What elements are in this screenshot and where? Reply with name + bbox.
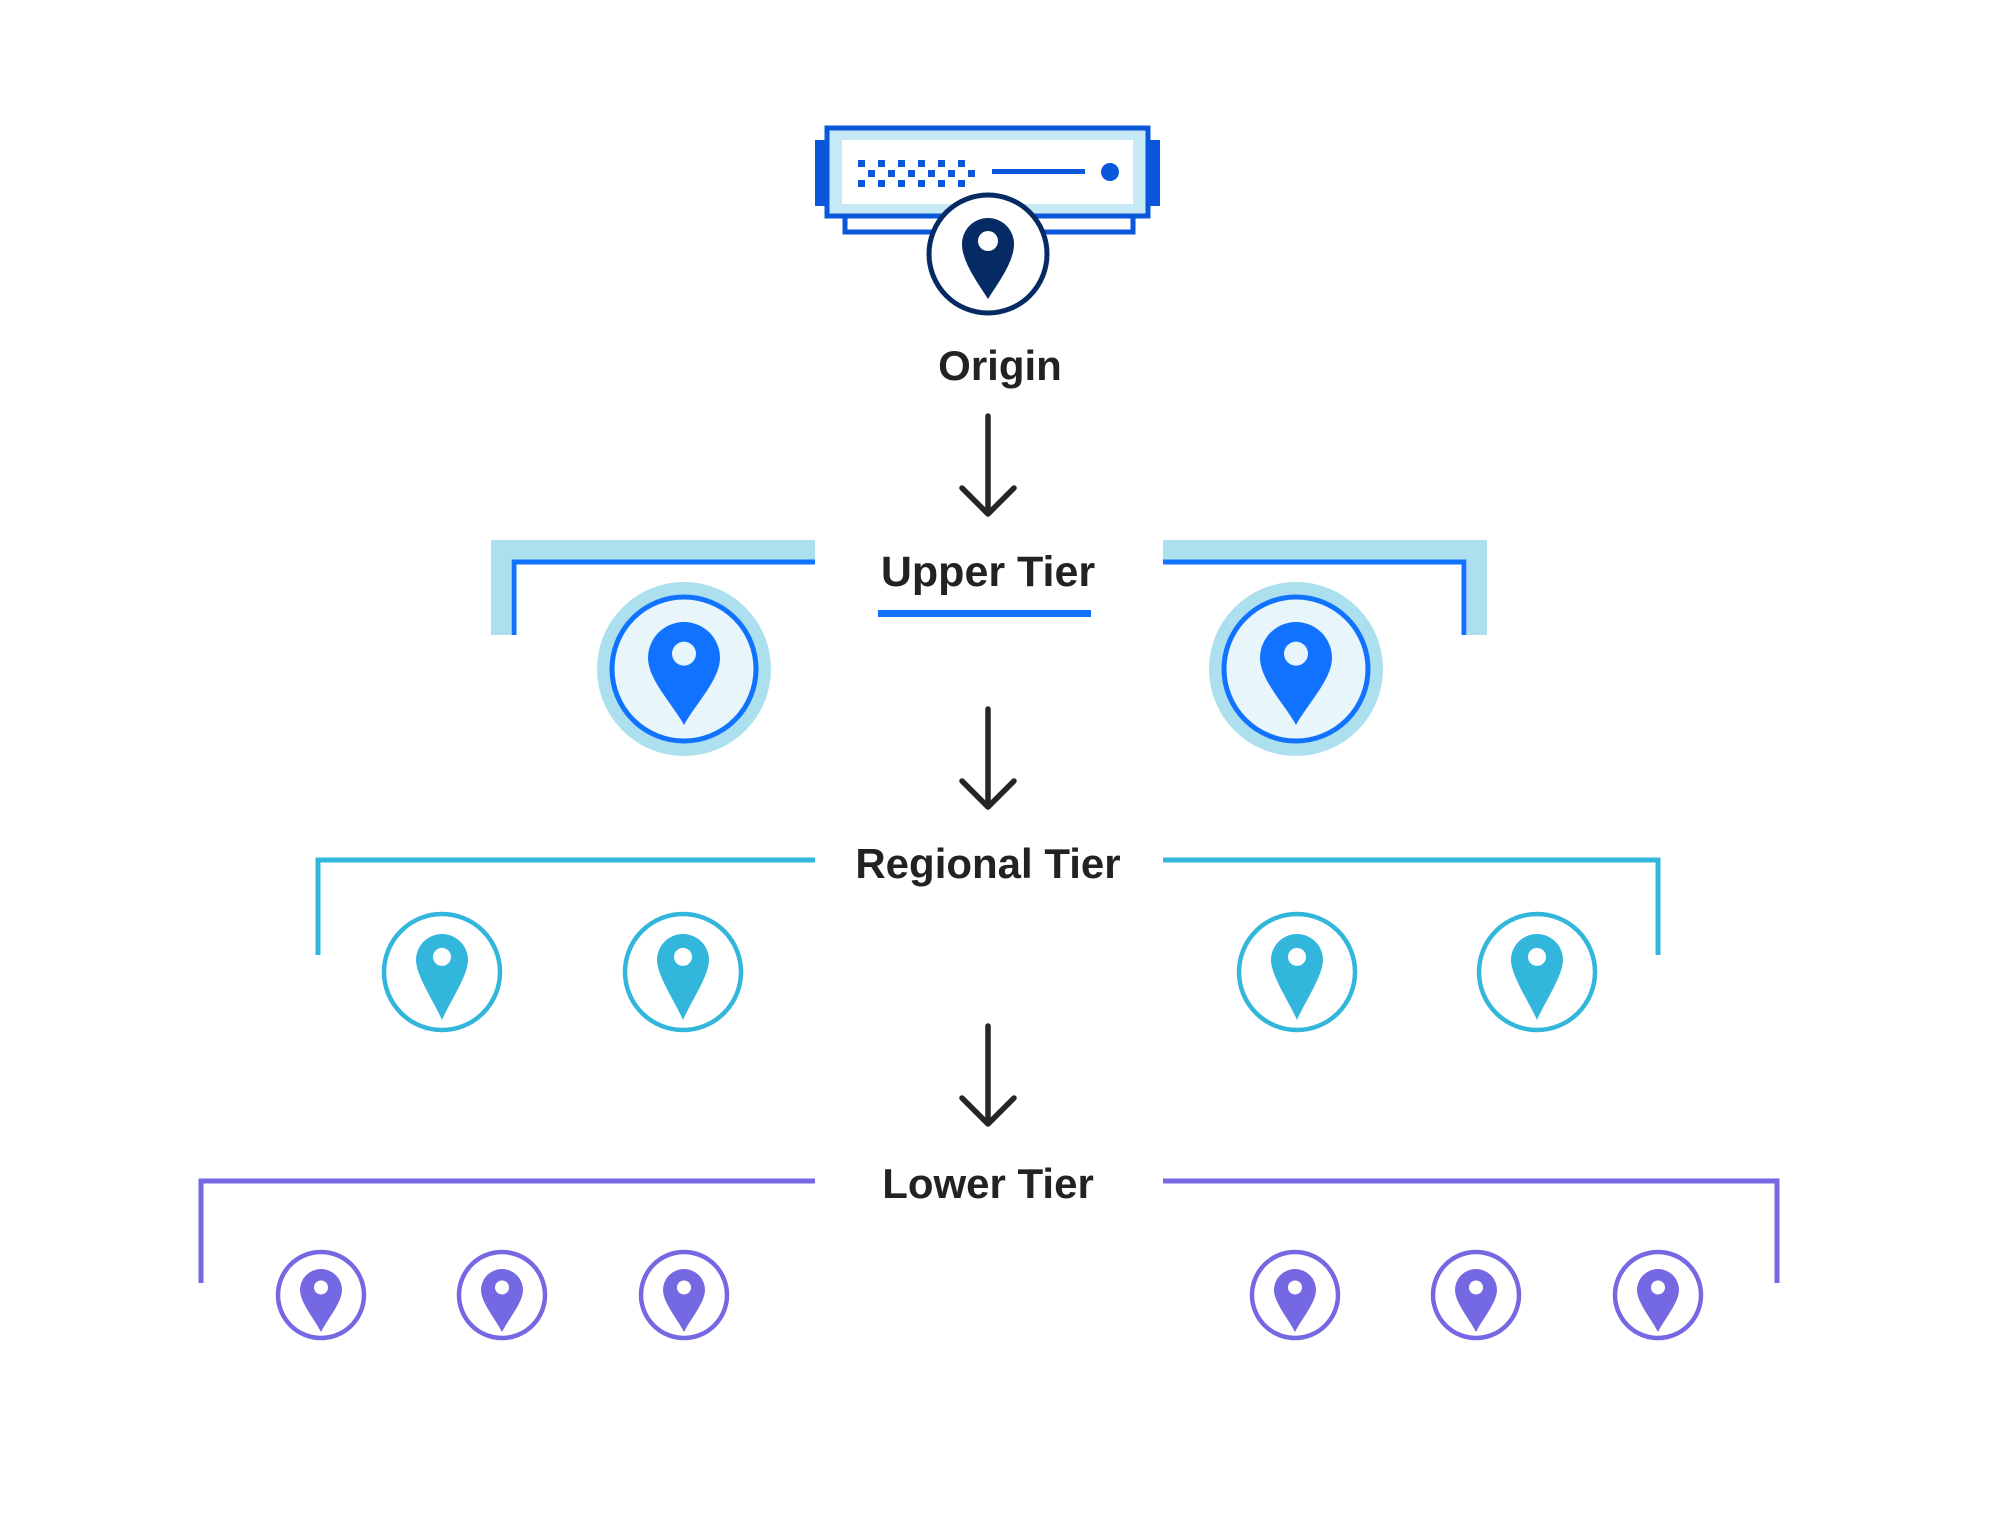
location-pin-icon bbox=[962, 218, 1014, 299]
location-pin-icon bbox=[1455, 1269, 1497, 1332]
location-pin-icon bbox=[300, 1269, 342, 1332]
lower-tier-bracket-right bbox=[1163, 1178, 1780, 1283]
regional-tier: Regional Tier bbox=[315, 840, 1661, 1033]
upper-tier-bracket-left bbox=[491, 540, 815, 635]
location-pin-icon bbox=[481, 1269, 523, 1332]
arrow-down-icon bbox=[959, 413, 1017, 517]
arrow-down-icon bbox=[959, 706, 1017, 810]
origin-pin-badge bbox=[926, 192, 1050, 316]
upper-tier-label: Upper Tier bbox=[881, 548, 1096, 596]
location-pin-icon bbox=[1260, 622, 1332, 725]
lower-tier-node bbox=[1249, 1249, 1341, 1341]
lower-tier-node bbox=[275, 1249, 367, 1341]
lower-tier-node bbox=[638, 1249, 730, 1341]
location-pin-icon bbox=[657, 934, 709, 1020]
location-pin-icon bbox=[1271, 934, 1323, 1020]
location-pin-icon bbox=[1511, 934, 1563, 1020]
location-pin-icon bbox=[1274, 1269, 1316, 1332]
regional-tier-bracket-left bbox=[315, 857, 815, 955]
regional-tier-node bbox=[381, 911, 503, 1033]
lower-tier: Lower Tier bbox=[198, 1160, 1780, 1341]
upper-tier-node bbox=[1209, 582, 1383, 756]
location-pin-icon bbox=[1637, 1269, 1679, 1332]
lower-tier-bracket-left bbox=[198, 1178, 815, 1283]
location-pin-icon bbox=[663, 1269, 705, 1332]
upper-tier: Upper Tier bbox=[491, 540, 1487, 756]
regional-tier-label: Regional Tier bbox=[855, 840, 1120, 887]
location-pin-icon bbox=[648, 622, 720, 725]
origin-label: Origin bbox=[938, 342, 1062, 389]
regional-tier-bracket-right bbox=[1163, 857, 1661, 955]
regional-tier-node bbox=[1476, 911, 1598, 1033]
lower-tier-node bbox=[456, 1249, 548, 1341]
upper-tier-underline bbox=[878, 610, 1091, 617]
arrow-down-icon bbox=[959, 1023, 1017, 1127]
upper-tier-bracket-right bbox=[1163, 540, 1487, 635]
lower-tier-node bbox=[1430, 1249, 1522, 1341]
server-vent-dots bbox=[858, 160, 975, 187]
lower-tier-node bbox=[1612, 1249, 1704, 1341]
regional-tier-node bbox=[1236, 911, 1358, 1033]
regional-tier-node bbox=[622, 911, 744, 1033]
lower-tier-label: Lower Tier bbox=[882, 1160, 1094, 1207]
origin-node: Origin bbox=[815, 125, 1160, 389]
upper-tier-node bbox=[597, 582, 771, 756]
location-pin-icon bbox=[416, 934, 468, 1020]
